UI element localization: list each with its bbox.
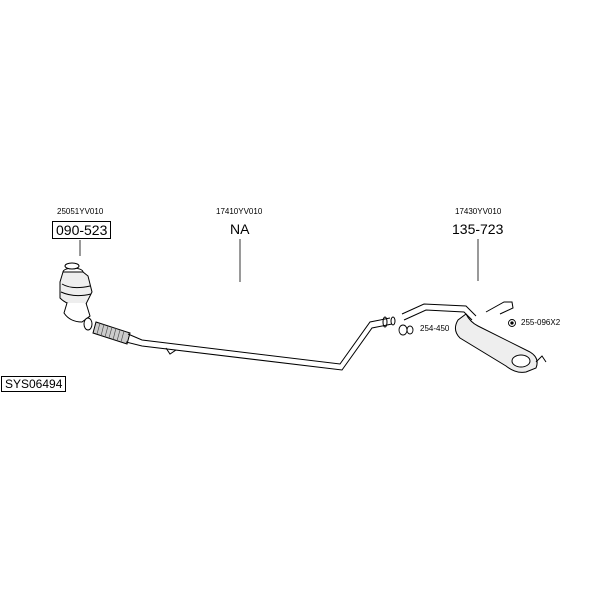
- oem-number-catalyst: 25051YV010: [57, 207, 104, 216]
- fitting-number-hanger[interactable]: 255-096X2: [521, 318, 561, 327]
- oem-number-rear-silencer: 17430YV010: [455, 207, 502, 216]
- middle-pipe: [125, 316, 396, 371]
- catalytic-converter: [59, 262, 93, 323]
- part-number-middle-pipe[interactable]: NA: [230, 221, 250, 237]
- system-code: SYS06494: [1, 376, 67, 392]
- clamp-fitting: [398, 324, 414, 336]
- part-number-catalyst[interactable]: 090-523: [52, 221, 112, 239]
- rear-silencer: [401, 301, 547, 373]
- rubber-hanger: [508, 319, 516, 327]
- fitting-number-clamp[interactable]: 254-450: [420, 324, 450, 333]
- flex-coupling: [83, 317, 131, 345]
- oem-number-middle-pipe: 17410YV010: [216, 207, 263, 216]
- part-number-rear-silencer[interactable]: 135-723: [452, 221, 504, 237]
